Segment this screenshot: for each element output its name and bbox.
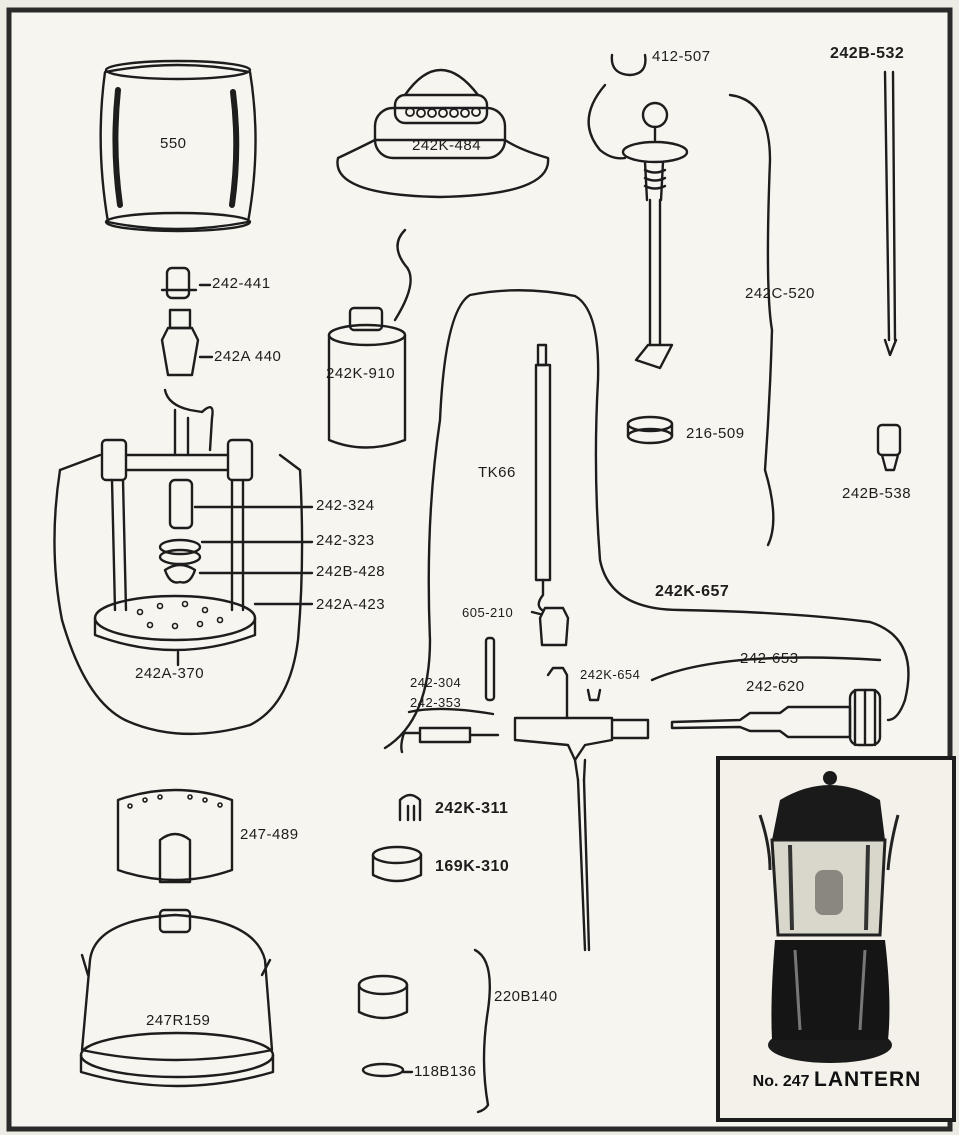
label-550: 550 — [160, 135, 187, 152]
clip-242k311 — [398, 793, 422, 822]
rod-242b532 — [883, 70, 898, 357]
label-242k-654: 242K-654 — [580, 667, 641, 682]
label-242c-520: 242C-520 — [745, 285, 815, 302]
label-242-653: 242-653 — [740, 650, 799, 667]
label-216-509: 216-509 — [686, 425, 745, 442]
label-220b140: 220B140 — [494, 988, 558, 1005]
label-242-441: 242-441 — [212, 275, 271, 292]
parts-242-304-242-353 — [400, 636, 500, 754]
globe-550 — [99, 59, 257, 233]
label-242b-428: 242B-428 — [316, 563, 386, 580]
pump-assembly — [587, 53, 775, 547]
tip-242b538 — [876, 423, 902, 472]
label-242-353: 242-353 — [410, 695, 462, 710]
label-242k-311: 242K-311 — [435, 800, 509, 817]
label-242a-440: 242A 440 — [214, 348, 282, 365]
label-242-323: 242-323 — [316, 532, 375, 549]
label-605-210: 605-210 — [462, 605, 514, 620]
label-242b-532: 242B-532 — [830, 45, 905, 62]
generator-body-242k654 — [513, 666, 650, 952]
label-169k-310: 169K-310 — [435, 858, 510, 875]
fittings-242-441-242a440 — [160, 266, 214, 377]
cap-169k310 — [371, 845, 423, 883]
lantern-photo-inset — [716, 756, 956, 1122]
ventilator-242k484 — [336, 69, 550, 199]
caption-name: LANTERN — [814, 1068, 922, 1091]
caption-number: No. 247 — [752, 1073, 810, 1090]
shield-247-489 — [116, 788, 234, 884]
tool-tk66 — [534, 343, 552, 612]
nut-605-210 — [530, 606, 570, 647]
label-242b-538: 242B-538 — [842, 485, 912, 502]
oil-can-242k910 — [327, 228, 412, 449]
label-242-324: 242-324 — [316, 497, 375, 514]
generator-outline-242k657 — [383, 289, 910, 750]
label-tk66: TK66 — [478, 464, 516, 481]
valve-242-653-242-620 — [670, 688, 882, 747]
label-242k-910: 242K-910 — [326, 365, 396, 382]
label-242a-370: 242A-370 — [135, 665, 205, 682]
label-412-507: 412-507 — [652, 48, 711, 65]
label-242k-484: 242K-484 — [412, 137, 482, 154]
lantern-caption: No. 247 LANTERN — [728, 1068, 946, 1092]
label-242a-423: 242A-423 — [316, 596, 386, 613]
label-242k-657: 242K-657 — [655, 583, 730, 600]
fount-247r159 — [79, 908, 275, 1088]
ring-216-509 — [626, 415, 674, 445]
label-247r159: 247R159 — [146, 1012, 211, 1029]
frame-assembly — [53, 388, 314, 736]
label-247-489: 247-489 — [240, 826, 299, 843]
label-242-620: 242-620 — [746, 678, 805, 695]
label-118b136: 118B136 — [414, 1063, 477, 1080]
parts-220b140-118b136 — [357, 948, 491, 1114]
label-242-304: 242-304 — [410, 675, 462, 690]
